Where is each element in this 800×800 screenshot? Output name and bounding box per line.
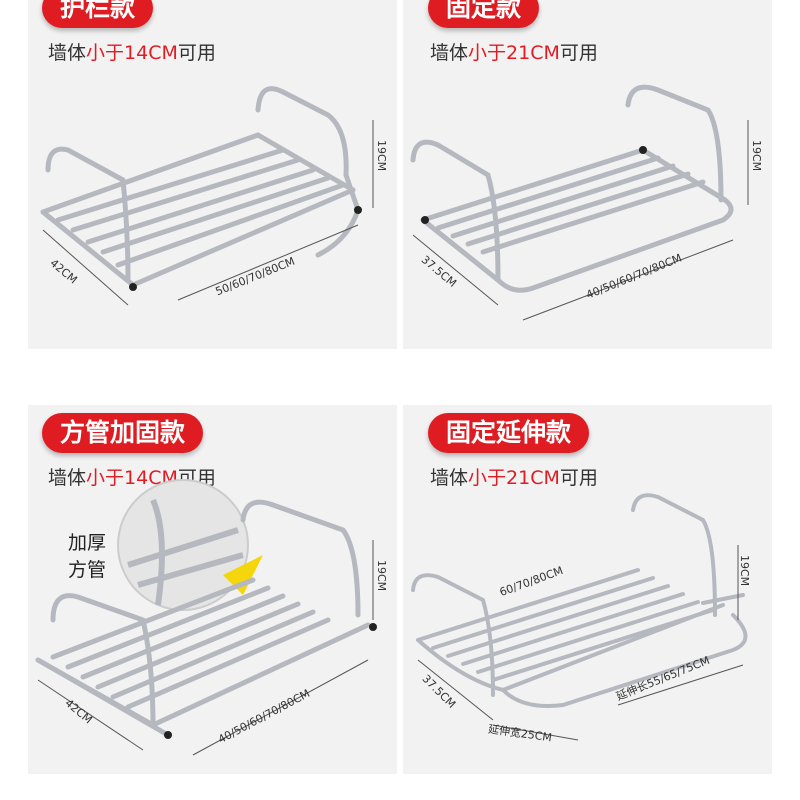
- style-badge: 护栏款: [42, 0, 154, 28]
- style-badge: 固定延伸款: [428, 413, 590, 453]
- rack-illustration: [411, 493, 748, 741]
- height-dimension: 19CM: [375, 140, 388, 172]
- rack-illustration: [410, 84, 749, 321]
- product-panel-guardrail: 护栏款 墙体小于14CM可用 19CM 42CM 50/60/70/80CM: [28, 0, 397, 349]
- product-panel-fixed: 固定款 墙体小于21CM可用 19CM 37.5CM 40/50/60/70/8…: [403, 0, 772, 349]
- rack-illustration: [35, 479, 377, 756]
- style-badge: 方管加固款: [42, 413, 204, 453]
- height-dimension: 19CM: [738, 555, 751, 587]
- wall-note: 墙体小于14CM可用: [48, 42, 216, 64]
- thick-tube-label: 加厚 方管: [68, 532, 107, 581]
- height-dimension: 19CM: [375, 560, 388, 592]
- wall-note: 墙体小于21CM可用: [430, 467, 598, 489]
- product-panel-square-tube: 方管加固款 墙体小于14CM可用 加厚 方管 19CM 42CM 40/50/6…: [28, 405, 397, 774]
- style-badge: 固定款: [428, 0, 540, 28]
- rack-illustration: [40, 86, 374, 306]
- wall-note: 墙体小于21CM可用: [430, 42, 598, 64]
- product-panel-fixed-extension: 固定延伸款 墙体小于21CM可用 60/70/80CM 19CM 37.5CM …: [403, 405, 772, 774]
- height-dimension: 19CM: [750, 140, 763, 172]
